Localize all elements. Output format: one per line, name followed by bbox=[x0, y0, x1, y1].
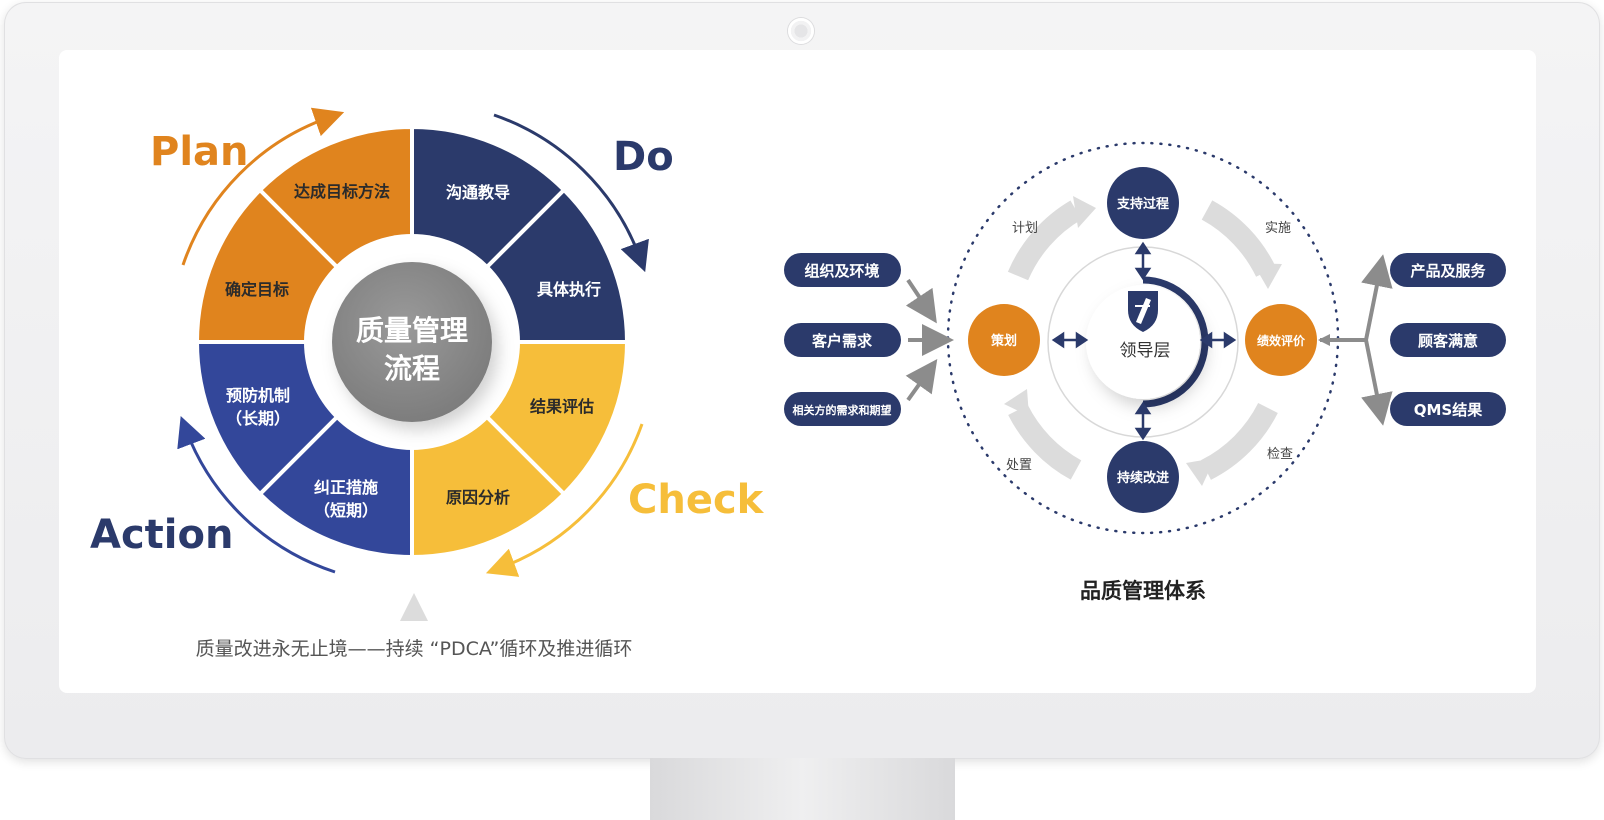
shield-icon bbox=[1128, 291, 1158, 332]
qms-cycle-arrows bbox=[1007, 200, 1278, 480]
improvement-label: 持续改进 bbox=[1117, 470, 1169, 486]
label-evaluate: 结果评估 bbox=[529, 397, 594, 416]
monitor-stand bbox=[650, 758, 955, 820]
pdca-caption: 质量改进永无止境——持续 “PDCA”循环及推进循环 bbox=[196, 638, 633, 660]
output-qms: QMS结果 bbox=[1414, 401, 1483, 419]
input-org: 组织及环境 bbox=[804, 262, 879, 280]
input-pill-customer bbox=[784, 323, 901, 357]
label-goal-method: 达成目标方法 bbox=[294, 182, 390, 201]
label-cause: 原因分析 bbox=[446, 488, 510, 507]
improvement-node bbox=[1107, 441, 1179, 513]
qms-label-check: 检查 bbox=[1267, 447, 1293, 462]
input-pill-stakeholder bbox=[784, 392, 901, 426]
output-product: 产品及服务 bbox=[1410, 262, 1486, 280]
arrow-do bbox=[493, 113, 649, 273]
qms-label-plan: 计划 bbox=[1012, 221, 1038, 236]
qms-outputs: 产品及服务 顾客满意 QMS结果 bbox=[1390, 253, 1506, 426]
arrow-plan bbox=[181, 107, 345, 266]
phase-plan: Plan bbox=[150, 129, 249, 175]
qms-cycle-arrowheads bbox=[1004, 196, 1282, 486]
qms-title: 品质管理体系 bbox=[1080, 579, 1206, 603]
input-customer: 客户需求 bbox=[811, 332, 873, 350]
input-pill-org bbox=[784, 253, 901, 287]
label-correct-1: 纠正措施 bbox=[314, 478, 378, 497]
planning-node bbox=[968, 304, 1040, 376]
output-satisfaction: 顾客满意 bbox=[1418, 332, 1478, 350]
output-pill-qms bbox=[1390, 392, 1506, 426]
output-pill-product bbox=[1390, 253, 1506, 287]
label-communicate: 沟通教导 bbox=[446, 183, 510, 202]
output-arrows bbox=[1318, 254, 1393, 426]
label-execute: 具体执行 bbox=[537, 280, 601, 299]
center-title-line1: 质量管理 bbox=[356, 314, 468, 347]
pdca-wheel bbox=[194, 124, 630, 560]
input-arrows bbox=[905, 278, 954, 402]
center-circle bbox=[332, 262, 492, 422]
qms-label-dispose: 处置 bbox=[1006, 458, 1032, 473]
camera-icon bbox=[788, 18, 814, 44]
center-title-line2: 流程 bbox=[384, 352, 440, 385]
input-stakeholder: 相关方的需求和期望 bbox=[793, 403, 892, 417]
qms-label-implement: 实施 bbox=[1265, 221, 1291, 236]
performance-node bbox=[1245, 304, 1317, 376]
support-node bbox=[1107, 167, 1179, 239]
leadership-label: 领导层 bbox=[1120, 341, 1171, 361]
qms-inputs: 组织及环境 客户需求 相关方的需求和期望 bbox=[784, 253, 901, 426]
arrow-action bbox=[177, 415, 336, 574]
phase-check: Check bbox=[628, 477, 765, 523]
phase-do: Do bbox=[613, 134, 674, 180]
support-label: 支持过程 bbox=[1116, 196, 1169, 212]
leadership-circle bbox=[1086, 285, 1200, 399]
triangle-icon bbox=[400, 593, 428, 621]
output-pill-satisfaction bbox=[1390, 323, 1506, 357]
label-correct-2: （短期） bbox=[314, 501, 378, 520]
label-prevent-1: 预防机制 bbox=[226, 386, 290, 405]
arrow-check bbox=[485, 423, 644, 577]
label-set-goal: 确定目标 bbox=[225, 280, 289, 299]
performance-label: 绩效评价 bbox=[1257, 333, 1306, 348]
phase-action: Action bbox=[90, 512, 233, 558]
planning-label: 策划 bbox=[991, 333, 1017, 349]
label-prevent-2: （长期） bbox=[226, 409, 290, 428]
qms-double-arrows bbox=[1051, 241, 1237, 441]
qms-diagram: 计划 实施 检查 处置 领导层 支持过程 持续改进 策 bbox=[784, 141, 1506, 603]
